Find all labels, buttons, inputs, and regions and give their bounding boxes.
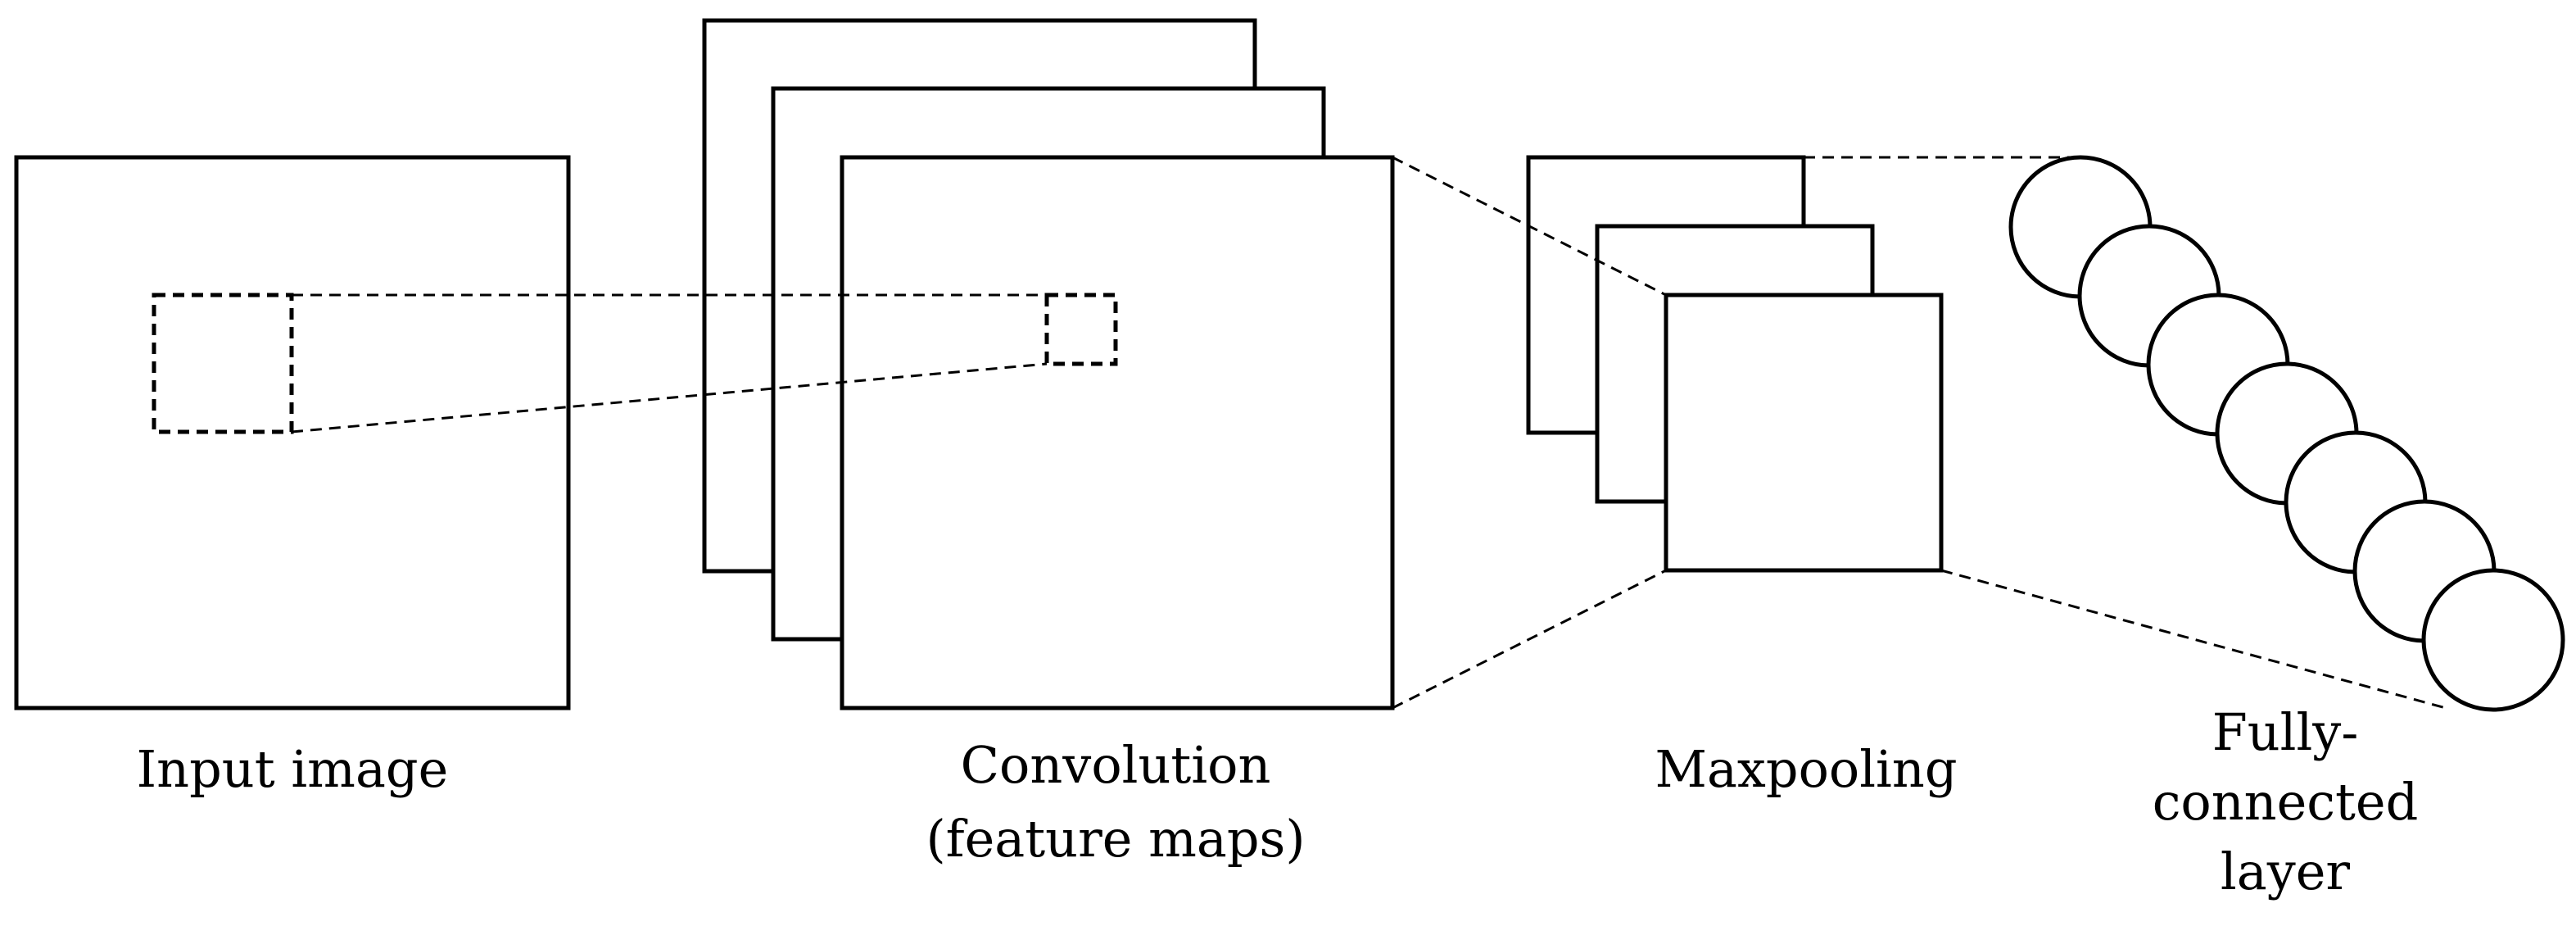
conv-pool-connector-top	[1392, 156, 1667, 297]
maxpooling-stage	[1526, 155, 1944, 573]
feature-map-front	[840, 155, 1395, 710]
receptive-field-box	[152, 293, 294, 434]
neuron-7	[2421, 568, 2565, 712]
conv-pool-connector-bottom	[1392, 569, 1667, 710]
convolution-label-line2: (feature maps)	[926, 809, 1305, 869]
pooled-map-front	[1664, 293, 1944, 573]
convolution-label-line1: Convolution	[961, 735, 1271, 795]
fully-connected-label-line1: Fully-	[2212, 702, 2359, 762]
feature-map-unit-box	[1044, 293, 1118, 366]
receptive-field-connector-bottom	[291, 362, 1048, 433]
input-image-label: Input image	[137, 739, 449, 799]
fully-connected-stage	[2008, 155, 2565, 712]
fully-connected-label-line2: connected	[2153, 772, 2419, 832]
pool-fc-connector-bottom	[1940, 569, 2447, 710]
fully-connected-label-line3: layer	[2221, 842, 2351, 901]
convolution-stage	[702, 18, 1395, 710]
maxpooling-label: Maxpooling	[1655, 739, 1957, 799]
